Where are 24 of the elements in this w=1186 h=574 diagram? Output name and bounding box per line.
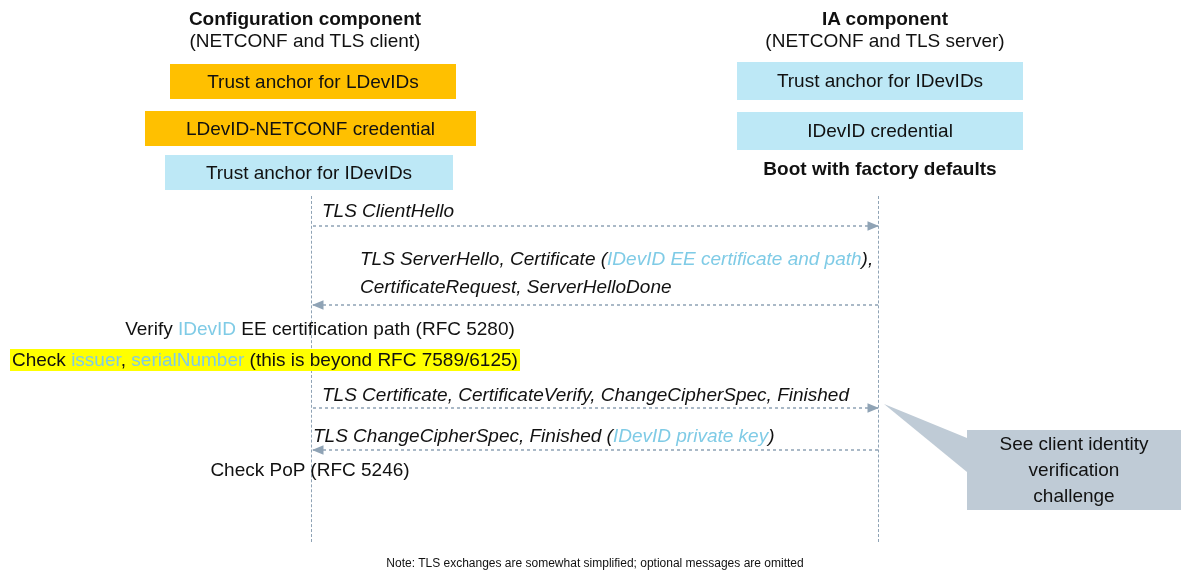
trust-anchor-box: Trust anchor for IDevIDs bbox=[737, 62, 1023, 100]
component-title: IA component bbox=[821, 8, 949, 30]
component-subtitle: (NETCONF and TLS client) bbox=[188, 30, 422, 52]
credential-box: LDevID-NETCONF credential bbox=[145, 111, 476, 146]
message-label: TLS ChangeCipherSpec, Finished (IDevID private key) bbox=[313, 424, 776, 448]
message-arrow bbox=[311, 300, 879, 310]
message-label: TLS ServerHello, Certificate (IDevID EE certificate and path), CertificateRequest, ServerHelloDone bbox=[360, 247, 875, 299]
message-arrow bbox=[312, 403, 880, 413]
message-label: TLS Certificate, CertificateVerify, ChangeCipherSpec, Finished bbox=[322, 383, 851, 407]
verification-step: Check PoP (RFC 5246) bbox=[180, 459, 440, 481]
message-arrow bbox=[311, 445, 879, 455]
trust-anchor-box: Trust anchor for LDevIDs bbox=[170, 64, 456, 99]
status-text: Boot with factory defaults bbox=[762, 158, 998, 180]
highlighted-note: Check issuer, serialNumber (this is beyond RFC 7589/6125) bbox=[10, 349, 520, 371]
trust-anchor-box: Trust anchor for IDevIDs bbox=[165, 155, 453, 190]
credential-box: IDevID credential bbox=[737, 112, 1023, 150]
lifeline bbox=[878, 196, 879, 542]
verification-step: Verify IDevID EE certification path (RFC 5280) bbox=[60, 318, 580, 340]
message-arrow bbox=[312, 221, 880, 231]
message-label: TLS ClientHello bbox=[322, 199, 455, 223]
component-title: Configuration component bbox=[187, 8, 423, 30]
footnote: Note: TLS exchanges are somewhat simplified; optional messages are omitted bbox=[385, 556, 805, 570]
component-subtitle: (NETCONF and TLS server) bbox=[764, 30, 1006, 52]
callout-pointer bbox=[884, 404, 967, 472]
